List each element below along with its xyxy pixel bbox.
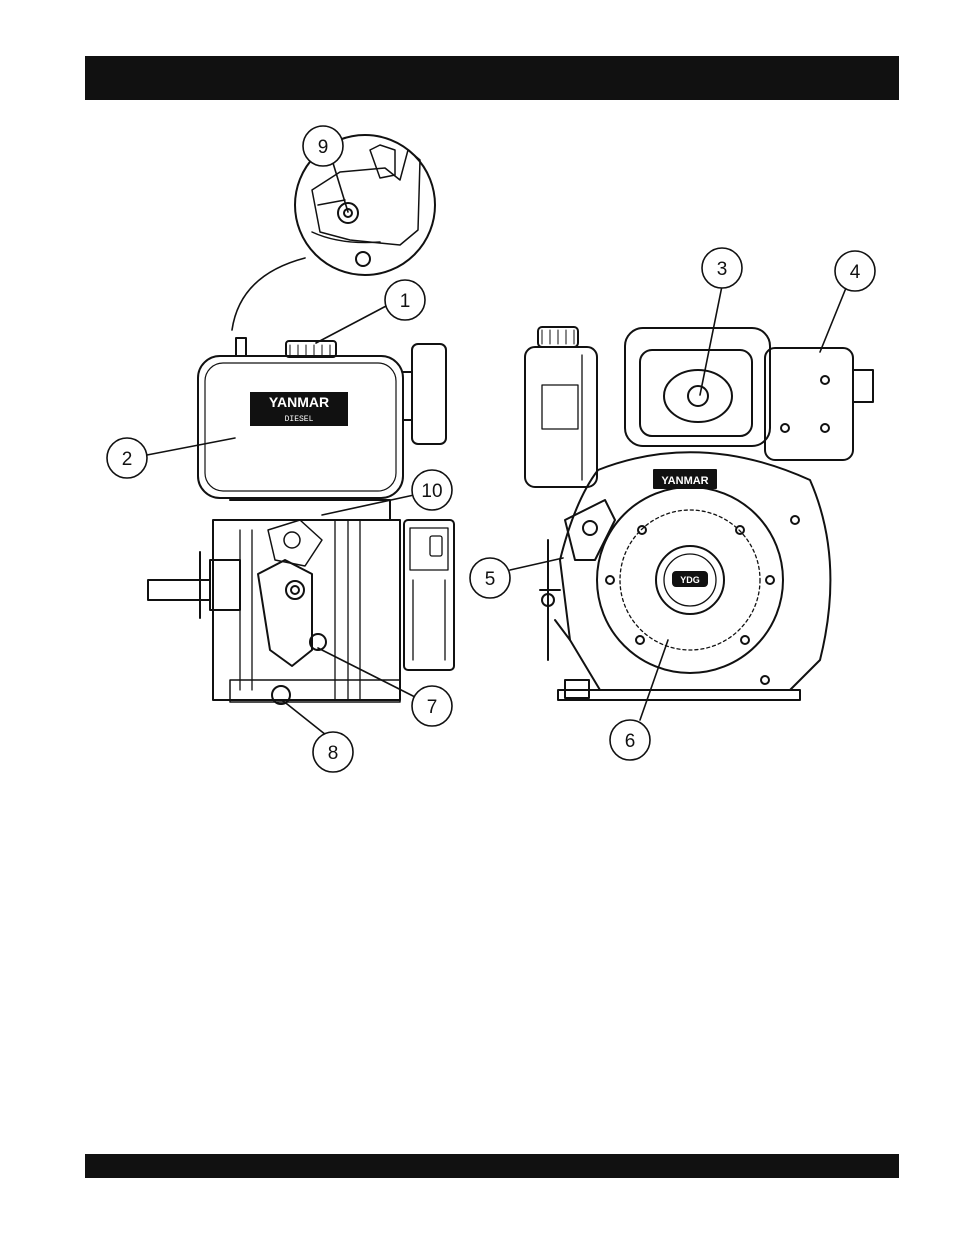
- callout-3: 3: [717, 259, 728, 280]
- callout-2: 2: [122, 449, 133, 470]
- fuel-tank: [198, 356, 403, 498]
- footer-bar: [85, 1154, 899, 1178]
- callout-7: 7: [427, 697, 438, 718]
- hub-badge-text: YDG: [680, 575, 700, 585]
- logo-left-text: YANMAR: [269, 394, 329, 410]
- callout-9: 9: [318, 137, 329, 158]
- callout-5: 5: [485, 569, 496, 590]
- callout-6: 6: [625, 731, 636, 752]
- logo-right-text: YANMAR: [661, 475, 708, 487]
- callout-1: 1: [400, 291, 411, 312]
- callout-4: 4: [850, 262, 861, 283]
- muffler: [765, 348, 853, 460]
- callout-8: 8: [328, 743, 339, 764]
- callout-10: 10: [421, 481, 442, 502]
- logo-left-subtext: DIESEL: [285, 415, 314, 424]
